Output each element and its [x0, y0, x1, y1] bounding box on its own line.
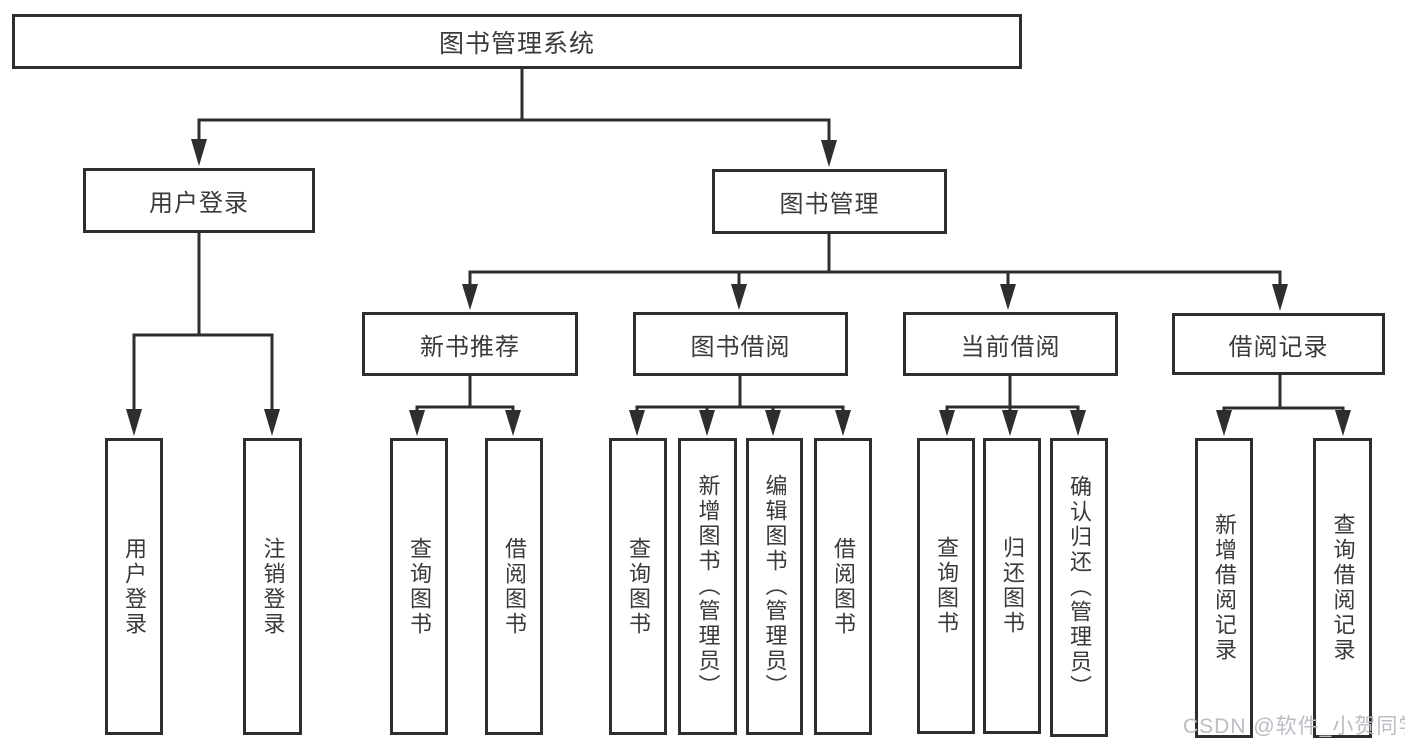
leaf-query-books: 查询图书	[390, 438, 448, 735]
leaf-label: 查询图书	[934, 536, 959, 636]
leaf-label: 注销登录	[260, 536, 286, 637]
leaf-user-login: 用户登录	[105, 438, 163, 735]
leaf-label: 新增图书（管理员）	[695, 474, 721, 699]
leaf-edit-books-admin: 编辑图书（管理员）	[746, 438, 803, 735]
arrowhead-icon	[1335, 410, 1351, 436]
arrowhead-icon	[731, 284, 747, 310]
node-new-book-recommendation: 新书推荐	[362, 312, 578, 376]
leaf-borrow-books: 借阅图书	[814, 438, 872, 735]
node-label: 借阅记录	[1228, 333, 1329, 361]
leaf-label: 编辑图书（管理员）	[762, 474, 788, 699]
arrowhead-icon	[462, 284, 478, 310]
node-label: 当前借阅	[960, 333, 1061, 361]
node-label: 图书借阅	[690, 333, 791, 361]
node-label: 图书管理	[779, 191, 880, 218]
node-book-management: 图书管理	[712, 169, 947, 234]
leaf-add-books-admin: 新增图书（管理员）	[678, 438, 737, 735]
arrowhead-icon	[765, 410, 781, 436]
leaf-label: 借阅图书	[831, 536, 856, 637]
node-label: 图书管理系统	[438, 29, 595, 58]
csdn-watermark: CSDN @软件_小贺同学	[1183, 715, 1405, 738]
arrowhead-icon	[1216, 410, 1232, 436]
arrowhead-icon	[191, 139, 207, 166]
arrowhead-icon	[1272, 284, 1288, 311]
arrowhead-icon	[126, 409, 142, 436]
arrowhead-icon	[699, 410, 715, 436]
leaf-query-books: 查询图书	[609, 438, 667, 735]
leaf-label: 归还图书	[1000, 536, 1025, 636]
arrowhead-icon	[264, 409, 280, 436]
leaf-return-books: 归还图书	[983, 438, 1041, 734]
node-borrowing-records: 借阅记录	[1172, 313, 1385, 375]
arrowhead-icon	[505, 410, 521, 436]
arrowhead-icon	[821, 140, 837, 167]
arrowhead-icon	[629, 410, 645, 436]
arrowhead-icon	[835, 410, 851, 436]
leaf-confirm-return-admin: 确认归还（管理员）	[1050, 438, 1108, 737]
arrowhead-icon	[409, 410, 425, 436]
node-library-management-system: 图书管理系统	[12, 14, 1022, 69]
leaf-borrow-books: 借阅图书	[485, 438, 543, 735]
leaf-label: 新增借阅记录	[1212, 513, 1237, 663]
leaf-label: 查询图书	[407, 536, 432, 637]
leaf-label: 用户登录	[122, 536, 147, 637]
arrowhead-icon	[1000, 284, 1016, 310]
leaf-logout: 注销登录	[243, 438, 302, 735]
arrowhead-icon	[1002, 410, 1018, 436]
node-current-borrowing: 当前借阅	[903, 312, 1118, 376]
arrowhead-icon	[939, 410, 955, 436]
leaf-label: 确认归还（管理员）	[1067, 475, 1092, 700]
leaf-label: 查询借阅记录	[1330, 513, 1356, 663]
leaf-query-books: 查询图书	[917, 438, 975, 734]
node-label: 新书推荐	[420, 333, 520, 361]
leaf-label: 借阅图书	[502, 536, 527, 637]
node-book-borrowing: 图书借阅	[633, 312, 848, 376]
leaf-label: 查询图书	[626, 536, 651, 637]
leaf-query-borrow-record: 查询借阅记录	[1313, 438, 1372, 738]
arrowhead-icon	[1070, 410, 1086, 436]
leaf-add-borrow-record: 新增借阅记录	[1195, 438, 1253, 738]
node-label: 用户登录	[149, 190, 249, 217]
node-user-login: 用户登录	[83, 168, 315, 233]
